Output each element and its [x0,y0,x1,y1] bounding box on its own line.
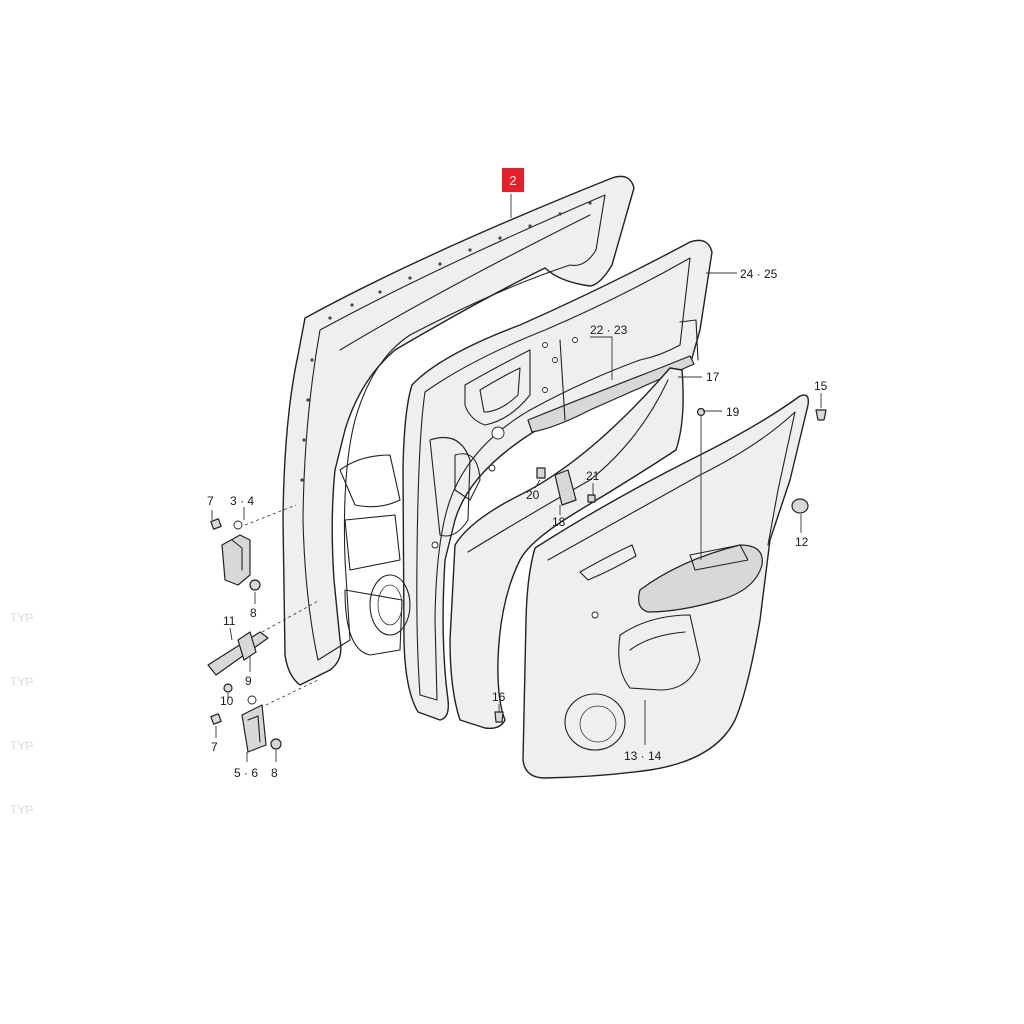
callout-17[interactable]: 17 [706,370,720,384]
lower-hinge [210,695,282,753]
callout-21[interactable]: 21 [586,469,600,483]
callout-19[interactable]: 19 [726,405,740,419]
door-check-link [207,631,269,693]
watershield-sheet [449,367,684,730]
highlight-box-part-2 [502,168,524,192]
ghost-label: TYP [10,739,33,753]
upper-hinge [210,518,261,591]
callout-11[interactable]: 11 [223,614,236,628]
callout-2[interactable]: 2 [509,173,516,188]
callout-8-upper[interactable]: 8 [250,606,257,620]
shell-holes [300,201,592,482]
ghost-label: TYP [10,675,33,689]
callout-15[interactable]: 15 [814,379,828,393]
leader-lines [211,194,822,762]
callout-12[interactable]: 12 [795,535,809,549]
callout-8-lower[interactable]: 8 [271,766,278,780]
callout-20[interactable]: 20 [526,488,540,502]
door-shell [282,175,635,686]
callout-22-23[interactable]: 22 · 23 [590,323,628,337]
ghost-label: TYP [10,611,33,625]
fasteners [494,407,827,723]
callout-13-14[interactable]: 13 · 14 [624,749,662,763]
door-trim-panel [522,394,810,779]
callout-5-6[interactable]: 5 · 6 [234,766,258,780]
ghost-label: TYP [10,803,33,817]
callout-7-lower[interactable]: 7 [211,740,218,754]
callout-9[interactable]: 9 [245,674,252,688]
callout-3-4[interactable]: 3 · 4 [230,494,254,508]
callout-18[interactable]: 18 [552,515,566,529]
callout-16[interactable]: 16 [492,690,506,704]
callout-7-upper[interactable]: 7 [207,494,214,508]
callout-24-25[interactable]: 24 · 25 [740,267,778,281]
callout-10[interactable]: 10 [220,694,234,708]
